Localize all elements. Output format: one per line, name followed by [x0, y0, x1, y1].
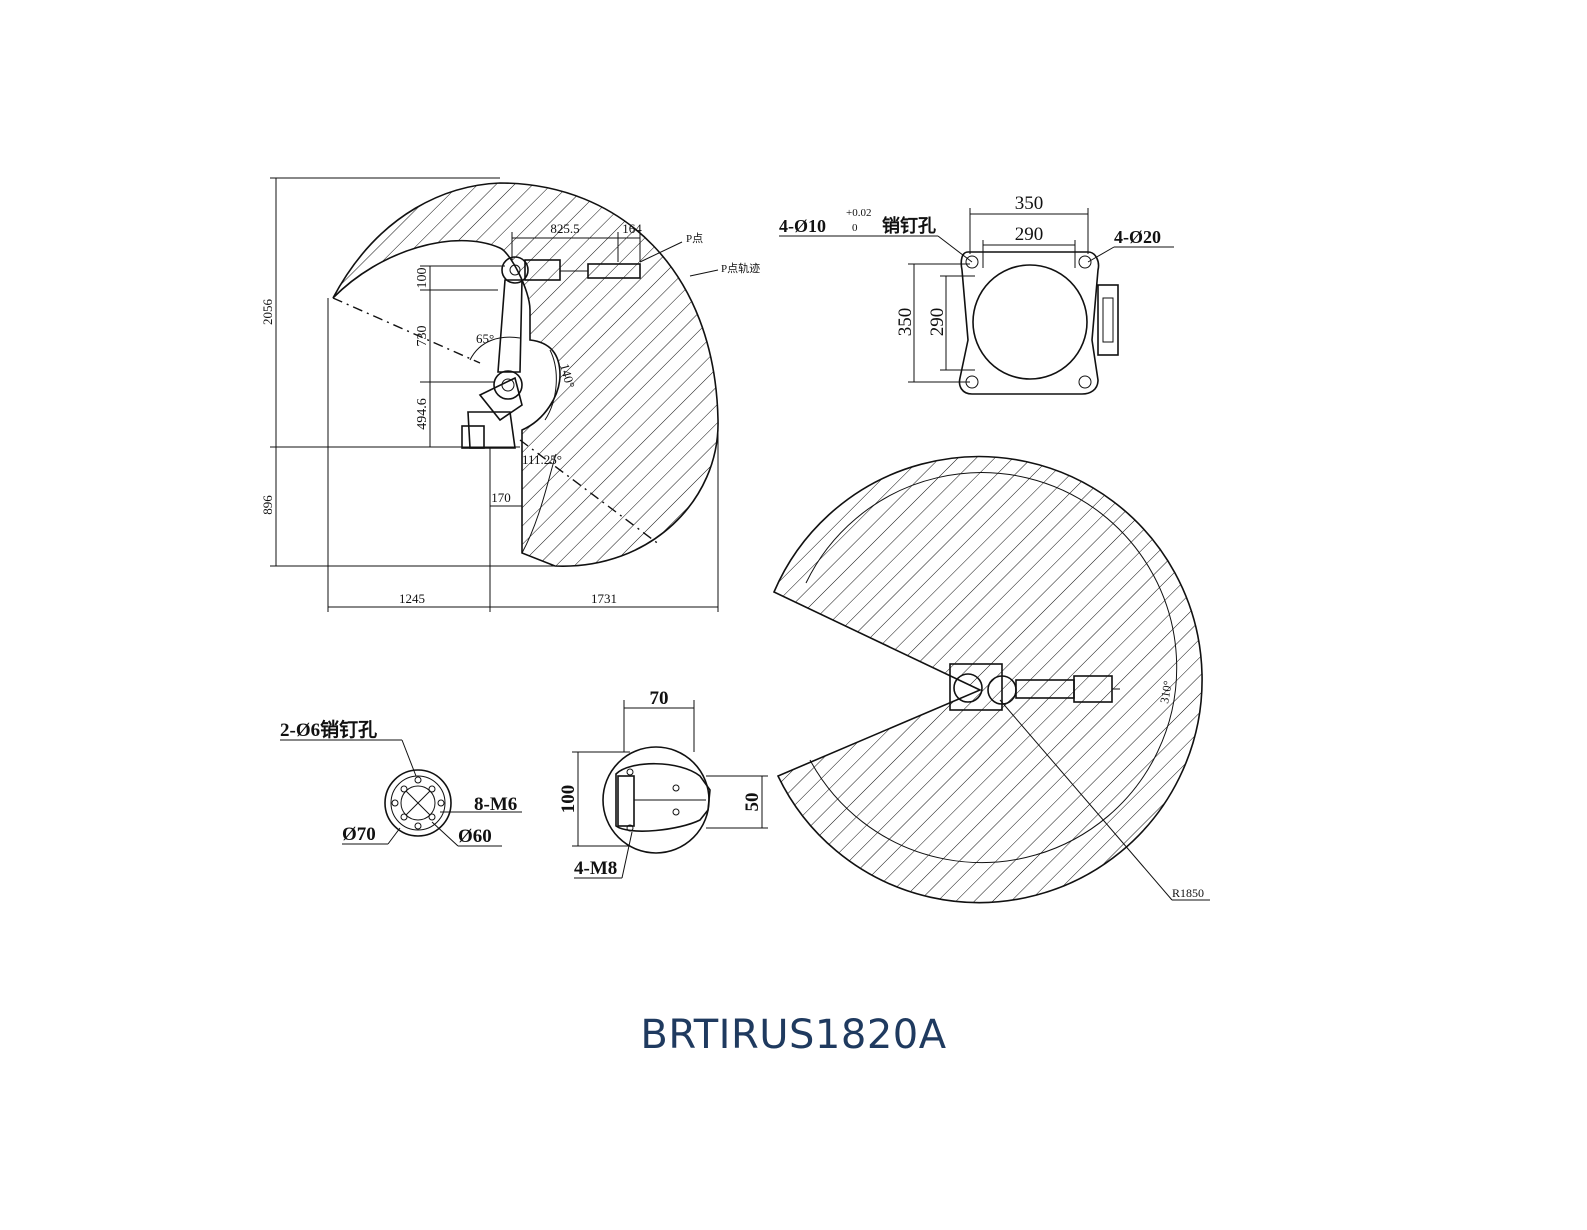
top-angle: 310° [1157, 679, 1175, 704]
flange-dia-outer: Ø70 [342, 824, 376, 845]
mount-width: 70 [650, 688, 669, 709]
flange-pin-hole: 2-Ø6销钉孔 [280, 718, 377, 741]
base-dim-side-inner: 290 [927, 308, 948, 337]
mount-thread: 4-M8 [574, 858, 617, 879]
mount-height: 100 [558, 785, 579, 814]
dim-width-left: 1245 [399, 591, 425, 606]
dim-height-lower: 896 [260, 495, 275, 515]
mount-depth: 50 [742, 793, 763, 812]
dim-494: 494.6 [415, 398, 430, 430]
pin-hole-callout: 4-Ø10 [779, 216, 826, 236]
mount-view: 70 100 50 4-M8 [558, 688, 768, 879]
dim-170: 170 [491, 490, 511, 505]
top-workspace-area [772, 455, 1203, 904]
base-dim-side-outer: 350 [895, 308, 916, 337]
flange-view: 2-Ø6销钉孔 8-M6 Ø70 Ø60 [280, 718, 522, 847]
angle-65: 65° [476, 331, 494, 346]
label-p-track: P点轨迹 [721, 261, 760, 275]
base-dim-inner: 290 [1015, 224, 1044, 245]
tol-upper: +0.02 [846, 207, 871, 219]
base-view: 350 290 350 290 4-Ø10 +0.02 0 销钉孔 4-Ø20 [779, 193, 1174, 395]
tol-lower: 0 [852, 222, 858, 234]
label-p-point: P点 [686, 232, 703, 245]
dim-arm-length: 825.5 [550, 221, 579, 236]
top-radius: R1850 [1172, 886, 1204, 900]
model-name: BRTIRUS1820A [640, 1012, 947, 1058]
side-workspace-area [332, 182, 719, 567]
side-view: 2056 896 100 730 494.6 825.5 164 P点 P点轨迹… [260, 177, 760, 612]
angle-140: 140° [557, 362, 578, 390]
angle-111: 111.25° [522, 452, 562, 467]
robot-arm-side [461, 256, 641, 449]
top-view: R1850 310° [772, 455, 1210, 904]
dim-100: 100 [415, 268, 430, 289]
base-dim-outer: 350 [1015, 193, 1044, 214]
flange-dia-inner: Ø60 [458, 826, 492, 847]
dim-730: 730 [415, 326, 430, 347]
dim-height-total: 2056 [260, 299, 275, 326]
dim-width-right: 1731 [591, 591, 617, 606]
bolt-hole-callout: 4-Ø20 [1114, 227, 1161, 247]
flange-thread: 8-M6 [474, 794, 517, 815]
dim-wrist-length: 164 [622, 221, 642, 236]
pin-hole-text: 销钉孔 [882, 215, 936, 236]
